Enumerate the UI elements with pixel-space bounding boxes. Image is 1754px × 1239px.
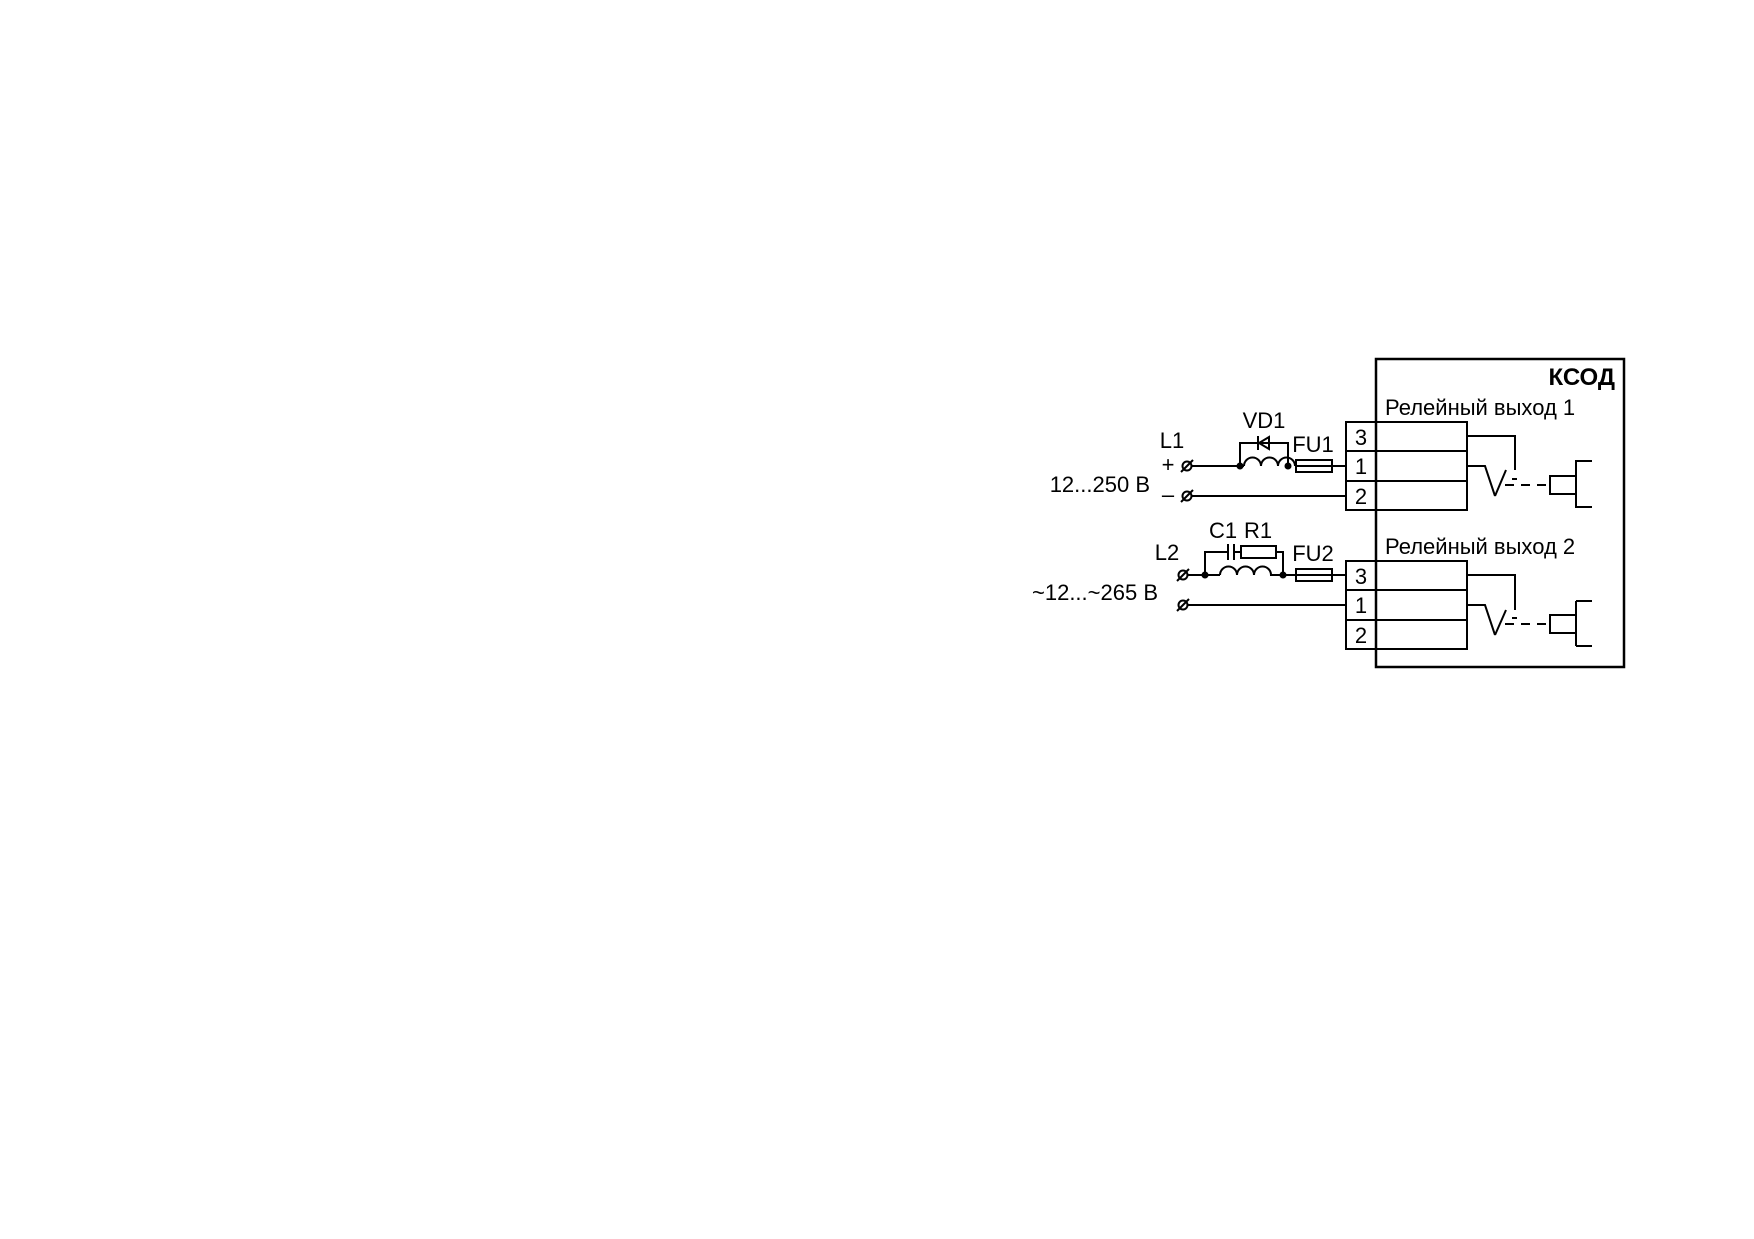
terminal-1-3: 3 bbox=[1355, 425, 1367, 450]
circuit-1: 12...250 В L1 + – VD1 FU1 bbox=[1050, 408, 1346, 507]
terminal-1-1: 1 bbox=[1355, 454, 1367, 479]
relay-coil-2 bbox=[1549, 600, 1592, 647]
input-terminal-1-minus bbox=[1180, 489, 1194, 503]
relay-output-2: Релейный выход 2 3 1 2 bbox=[1345, 534, 1592, 650]
load-1-label: L1 bbox=[1160, 428, 1184, 453]
resistor-label: R1 bbox=[1244, 518, 1272, 543]
resistor-r1 bbox=[1240, 545, 1277, 559]
inductor-1 bbox=[1243, 456, 1296, 467]
minus-sign: – bbox=[1162, 482, 1175, 507]
capacitor-label: C1 bbox=[1209, 518, 1237, 543]
fuse-2-label: FU2 bbox=[1292, 541, 1334, 566]
supply-1-label: 12...250 В bbox=[1050, 472, 1150, 497]
terminal-1-2: 2 bbox=[1355, 484, 1367, 509]
relay-output-1-label: Релейный выход 1 bbox=[1385, 395, 1575, 420]
relay-output-2-label: Релейный выход 2 bbox=[1385, 534, 1575, 559]
relay-output-1: Релейный выход 1 3 1 2 bbox=[1345, 395, 1592, 511]
load-2-label: L2 bbox=[1155, 540, 1179, 565]
terminal-2-2: 2 bbox=[1355, 623, 1367, 648]
terminal-2-1: 1 bbox=[1355, 593, 1367, 618]
capacitor-c1 bbox=[1227, 544, 1235, 560]
diode-vd1 bbox=[1257, 435, 1270, 451]
diode-label: VD1 bbox=[1243, 408, 1286, 433]
fuse-fu1 bbox=[1295, 459, 1333, 473]
plus-sign: + bbox=[1162, 452, 1175, 477]
input-terminal-2-a bbox=[1176, 568, 1190, 582]
input-terminal-2-b bbox=[1176, 598, 1190, 612]
relay-contact-2 bbox=[1467, 574, 1517, 636]
inductor-2 bbox=[1219, 565, 1283, 576]
device-title: КСОД bbox=[1548, 364, 1615, 391]
terminal-2-3: 3 bbox=[1355, 564, 1367, 589]
input-terminal-1-plus bbox=[1180, 459, 1194, 473]
relay-contact-1 bbox=[1467, 435, 1517, 497]
circuit-2: ~12...~265 В L2 C1 R1 FU2 bbox=[1032, 518, 1346, 612]
supply-2-label: ~12...~265 В bbox=[1032, 580, 1158, 605]
device-enclosure bbox=[1374, 357, 1626, 669]
fuse-fu2 bbox=[1295, 568, 1333, 582]
fuse-1-label: FU1 bbox=[1292, 432, 1334, 457]
relay-coil-1 bbox=[1549, 460, 1592, 508]
